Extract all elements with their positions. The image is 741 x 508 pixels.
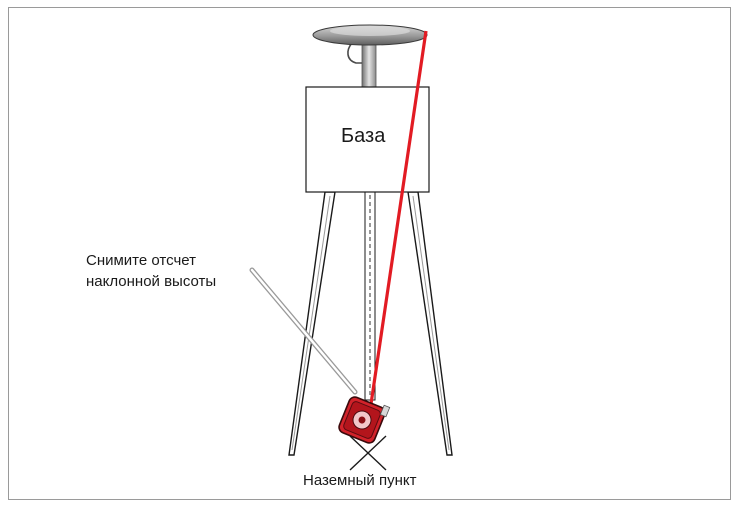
ground-point-marker <box>349 435 387 471</box>
plumb-rod <box>364 191 376 401</box>
pointer-line <box>249 267 358 395</box>
instruction-line-2: наклонной высоты <box>86 273 217 290</box>
base-label: База <box>341 125 386 147</box>
antenna-mast <box>347 41 377 88</box>
slant-height-line <box>369 30 428 405</box>
ground-point-label: Наземный пункт <box>303 472 417 489</box>
tape-measure <box>338 396 391 444</box>
gnss-antenna <box>312 24 428 46</box>
instruction-line-1: Снимите отсчет <box>86 252 196 269</box>
tripod-leg-right <box>407 191 453 456</box>
